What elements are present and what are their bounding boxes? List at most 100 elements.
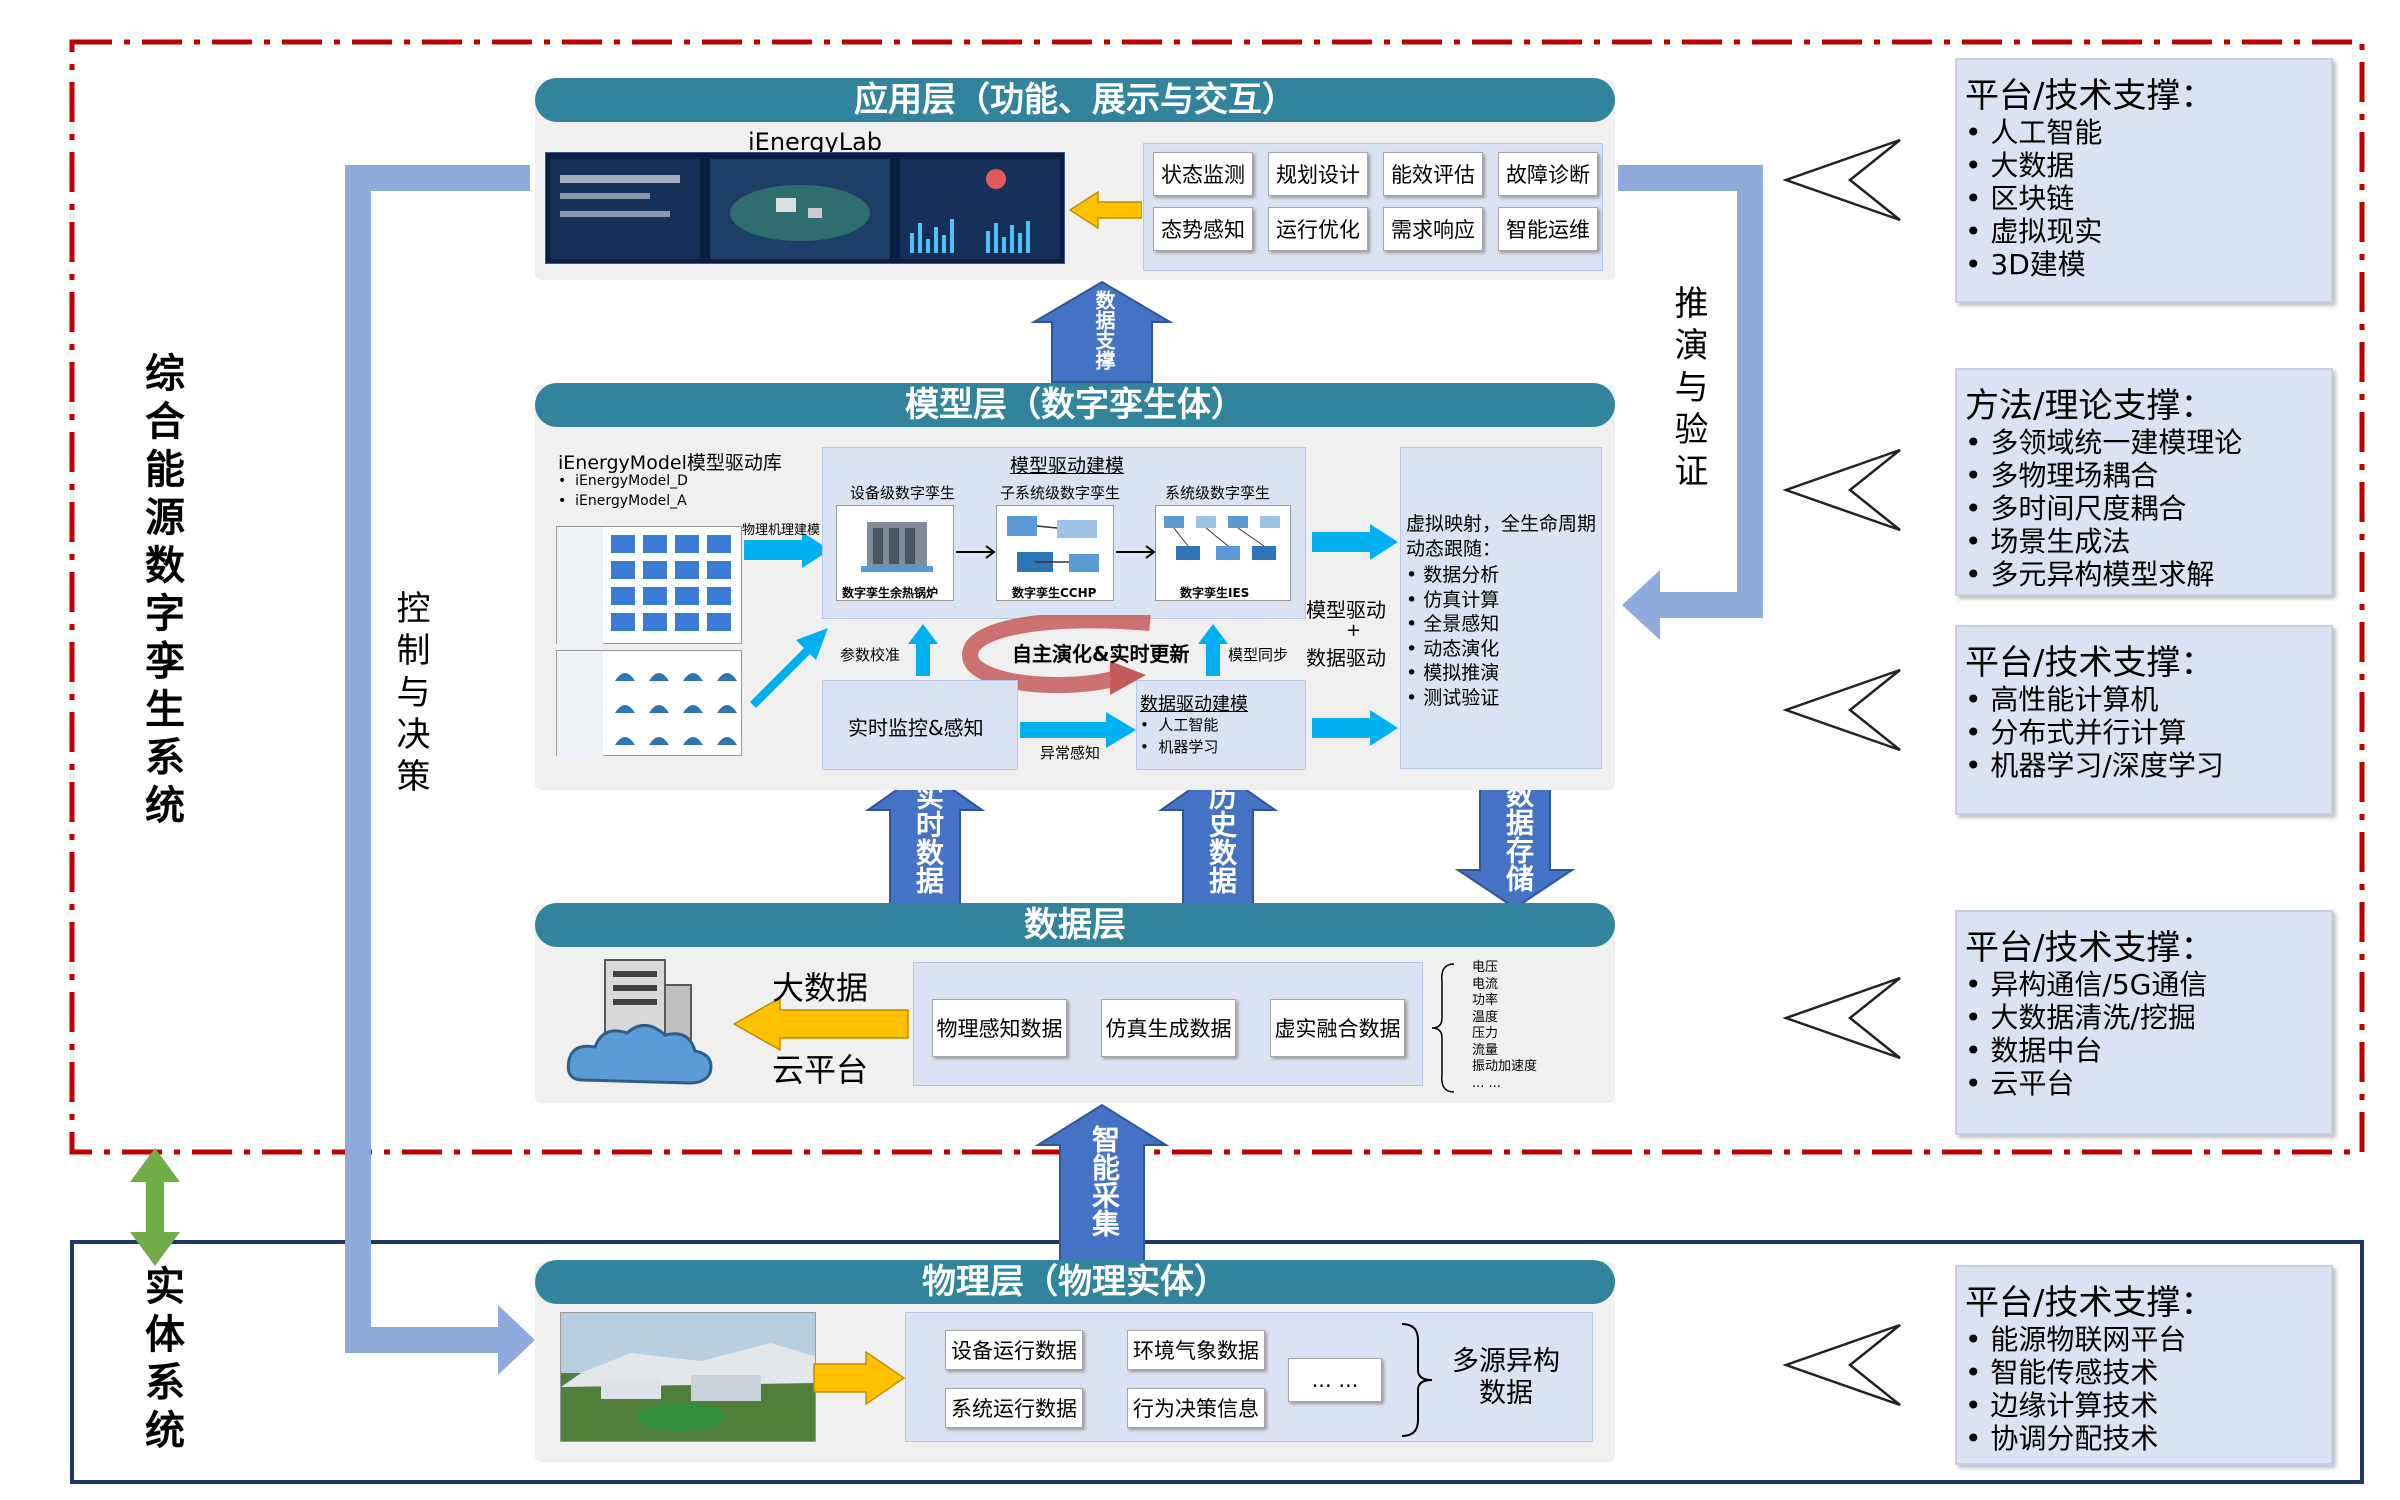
- twin-arrow-1: [956, 545, 996, 559]
- virtual-item: • 动态演化: [1406, 637, 1500, 660]
- measures-list: 电压 电流 功率 温度 压力 流量 振动加速度 ... ...: [1472, 960, 1537, 1092]
- device-operation-data[interactable]: 设备运行数据: [945, 1330, 1083, 1370]
- support-panel-theory: 方法/理论支撑： 多领域统一建模理论 多物理场耦合 多时间尺度耦合 场景生成法 …: [1955, 368, 2333, 596]
- control-decision-label: 控制与决策: [390, 590, 430, 800]
- support-panel-ai: 平台/技术支撑： 人工智能 大数据 区块链 虚拟现实 3D建模: [1955, 58, 2333, 303]
- drive-label-plus: +: [1346, 620, 1362, 641]
- lab-name: iEnergyLab: [748, 128, 883, 156]
- anomaly-label: 异常感知: [1040, 744, 1101, 762]
- evolution-label: 自主演化&实时更新: [1012, 642, 1190, 666]
- func-status-monitor[interactable]: 状态监测: [1153, 152, 1253, 196]
- model-library-item: • iEnergyModel_A: [558, 493, 687, 509]
- func-fault-diagnosis[interactable]: 故障诊断: [1498, 152, 1598, 196]
- model-library-title: iEnergyModel模型驱动库: [558, 452, 782, 474]
- virtual-item: • 模拟推演: [1406, 662, 1500, 684]
- digital-twin-system-label: 综合能源数字孪生系统: [138, 352, 184, 832]
- support-item: 能源物联网平台: [1965, 1323, 2323, 1356]
- level-system: 系统级数字孪生: [1165, 484, 1271, 502]
- green-double-arrow: [130, 1148, 180, 1266]
- func-demand-response[interactable]: 需求响应: [1383, 207, 1483, 251]
- inference-verification-label: 推演与验证: [1668, 285, 1708, 495]
- evolution-cycle-arrow: [961, 615, 1151, 695]
- virtual-mapping-title: 虚拟映射，全生命周期动态跟随：: [1406, 513, 1597, 560]
- support-item: 区块链: [1965, 182, 2323, 215]
- digital-twin-system-border: [69, 39, 2365, 1155]
- cyan-arrow-to-virtual-1: [1312, 524, 1398, 560]
- environment-weather-data[interactable]: 环境气象数据: [1127, 1330, 1265, 1370]
- virtual-mapping-box: [1400, 447, 1602, 769]
- cyan-arrow-to-virtual-2: [1312, 710, 1398, 746]
- drive-label-data: 数据驱动: [1306, 646, 1386, 670]
- more-data-box[interactable]: ... ...: [1288, 1358, 1382, 1402]
- func-planning-design[interactable]: 规划设计: [1268, 152, 1368, 196]
- cloud-server-icon: [566, 959, 713, 1085]
- measure-item: 振动加速度: [1472, 1059, 1538, 1074]
- func-efficiency-eval[interactable]: 能效评估: [1383, 152, 1483, 196]
- physical-sensing-data[interactable]: 物理感知数据: [932, 999, 1067, 1057]
- behavior-decision-info[interactable]: 行为决策信息: [1127, 1388, 1265, 1428]
- data-layer-title: 数据层: [535, 903, 1615, 947]
- smart-collect-arrow: [1034, 1103, 1170, 1263]
- measure-item: 电流: [1472, 976, 1499, 992]
- realtime-data-label: 实时数据: [912, 782, 945, 894]
- app-layer-title: 应用层（功能、展示与交互）: [535, 78, 1615, 122]
- support-item: 多领域统一建模理论: [1965, 426, 2323, 459]
- model-layer-title: 模型层（数字孪生体）: [535, 383, 1615, 427]
- history-data-arrow: [1157, 768, 1279, 906]
- measure-item: ... ...: [1472, 1075, 1501, 1091]
- measure-item: 流量: [1472, 1042, 1499, 1058]
- support-item: 大数据: [1965, 149, 2323, 182]
- chevron-icons: [1782, 138, 1901, 1407]
- campus-aerial-image: [560, 1312, 816, 1442]
- inference-loop-arrow: [1618, 165, 1763, 618]
- support-item: 机器学习/深度学习: [1965, 749, 2323, 782]
- support-item: 智能传感技术: [1965, 1356, 2323, 1389]
- support-panel-iot: 平台/技术支撑： 能源物联网平台 智能传感技术 边缘计算技术 协调分配技术: [1955, 1265, 2333, 1465]
- virtual-item: • 全景感知: [1406, 613, 1500, 635]
- monitor-box: [822, 680, 1018, 770]
- physical-brace: [1401, 1323, 1433, 1437]
- virtual-item: • 测试验证: [1406, 686, 1500, 709]
- support-item: 数据中台: [1965, 1034, 2323, 1067]
- control-loop-arrow: [345, 165, 530, 1353]
- support-item: 边缘计算技术: [1965, 1389, 2323, 1422]
- phys-model-label: 物理机理建模: [742, 523, 821, 538]
- system-operation-data[interactable]: 系统运行数据: [945, 1388, 1083, 1428]
- support-item: 多物理场耦合: [1965, 459, 2323, 492]
- param-calib-label: 参数校准: [840, 646, 901, 664]
- data-driven-item: • 人工智能: [1140, 716, 1219, 734]
- simulation-data[interactable]: 仿真生成数据: [1101, 999, 1236, 1057]
- func-situation-aware[interactable]: 态势感知: [1153, 207, 1253, 251]
- virtual-item: • 数据分析: [1406, 564, 1500, 586]
- virtual-real-fusion-data[interactable]: 虚实融合数据: [1270, 999, 1405, 1057]
- measure-item: 电压: [1472, 960, 1499, 975]
- support-item: 3D建模: [1965, 248, 2323, 281]
- measures-brace: [1431, 963, 1455, 1093]
- func-operation-opt[interactable]: 运行优化: [1268, 207, 1368, 251]
- multi-source-data-label: 多源异构数据: [1452, 1346, 1560, 1409]
- support-item: 人工智能: [1965, 116, 2323, 149]
- cyan-arrow-library: [744, 532, 830, 568]
- orange-arrow-physical: [813, 1350, 906, 1406]
- realtime-data-arrow: [864, 768, 986, 906]
- support-item: 分布式并行计算: [1965, 716, 2323, 749]
- data-support-arrow: [1030, 280, 1174, 383]
- twin-ies-label: 数字孪生IES: [1180, 586, 1250, 600]
- model-library-list: • iEnergyModel_D • iEnergyModel_A: [558, 471, 688, 511]
- measure-item: 功率: [1472, 993, 1499, 1008]
- support-item: 场景生成法: [1965, 525, 2323, 558]
- data-storage-label: 数据存储: [1502, 780, 1535, 892]
- support-item: 云平台: [1965, 1067, 2323, 1100]
- cloud-platform-label: 云平台: [772, 1051, 869, 1089]
- measure-item: 压力: [1472, 1026, 1499, 1041]
- support-item: 异构通信/5G通信: [1965, 968, 2323, 1001]
- func-smart-maintenance[interactable]: 智能运维: [1498, 207, 1598, 251]
- twin-boiler-image: [836, 505, 954, 601]
- monitor-label: 实时监控&感知: [848, 716, 984, 740]
- cyan-arrow-up-sync: [1198, 624, 1228, 676]
- support-panel-data: 平台/技术支撑： 异构通信/5G通信 大数据清洗/挖掘 数据中台 云平台: [1955, 910, 2333, 1135]
- cyan-arrow-anomaly: [1020, 712, 1136, 748]
- smart-collect-label: 智能采集: [1088, 1125, 1121, 1237]
- data-driven-list: • 人工智能 • 机器学习: [1140, 714, 1218, 758]
